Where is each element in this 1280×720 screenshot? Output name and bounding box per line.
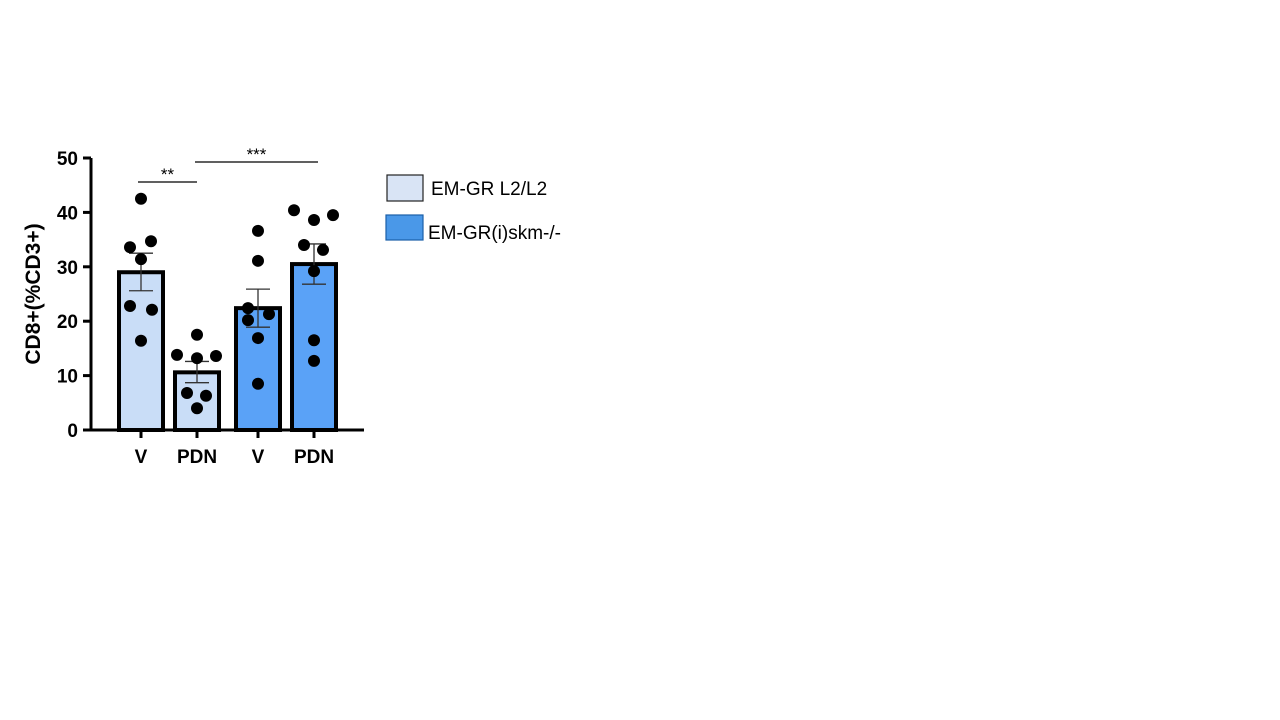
- data-point: [181, 387, 193, 400]
- data-point: [263, 308, 275, 321]
- data-point: [252, 332, 264, 345]
- x-tick-label: V: [135, 447, 148, 468]
- data-point: [308, 265, 320, 278]
- y-tick-label: 0: [67, 421, 78, 442]
- data-point: [308, 214, 320, 227]
- y-axis: 0 10 20 30 40 50: [57, 149, 93, 442]
- x-axis: V PDN V PDN: [89, 428, 364, 468]
- data-point: [308, 334, 320, 347]
- data-point: [327, 209, 339, 222]
- legend-swatch-0: [386, 174, 424, 202]
- data-point: [252, 254, 264, 267]
- data-point: [242, 302, 254, 315]
- x-tick-label: PDN: [177, 447, 217, 468]
- legend-label-1: EM-GR(i)skm-/-: [428, 223, 561, 244]
- data-point: [252, 377, 264, 390]
- x-tick-label: PDN: [294, 447, 334, 468]
- significance-annotations: *****: [138, 145, 318, 184]
- legend-swatch-1: [385, 214, 424, 241]
- y-tick-label: 40: [57, 203, 78, 224]
- y-tick-label: 50: [57, 149, 78, 170]
- data-point: [171, 348, 183, 361]
- data-point: [252, 224, 264, 237]
- data-point: [191, 402, 203, 415]
- data-point: [308, 354, 320, 367]
- data-point: [317, 243, 329, 256]
- x-tick-label: V: [252, 447, 265, 468]
- legend: EM-GR L2/L2 EM-GR(i)skm-/-: [385, 174, 561, 244]
- data-point: [191, 328, 203, 341]
- y-tick-label: 20: [57, 312, 78, 333]
- data-point: [146, 303, 158, 316]
- data-point: [145, 235, 157, 248]
- bar: [290, 262, 338, 432]
- data-point: [298, 239, 310, 252]
- significance-label: **: [161, 165, 175, 184]
- data-point: [135, 192, 147, 205]
- data-point: [135, 334, 147, 347]
- y-axis-label: CD8+(%CD3+): [22, 223, 45, 364]
- data-points: [124, 192, 339, 415]
- y-tick-label: 30: [57, 258, 78, 279]
- bars: [117, 243, 338, 433]
- data-point: [135, 253, 147, 266]
- legend-label-0: EM-GR L2/L2: [431, 179, 547, 200]
- data-point: [191, 352, 203, 365]
- bar: [117, 270, 165, 432]
- data-point: [124, 299, 136, 312]
- data-point: [124, 241, 136, 254]
- significance-label: ***: [247, 145, 267, 164]
- y-tick-label: 10: [57, 367, 78, 388]
- data-point: [210, 350, 222, 363]
- data-point: [200, 389, 212, 402]
- data-point: [288, 204, 300, 217]
- data-point: [242, 314, 254, 327]
